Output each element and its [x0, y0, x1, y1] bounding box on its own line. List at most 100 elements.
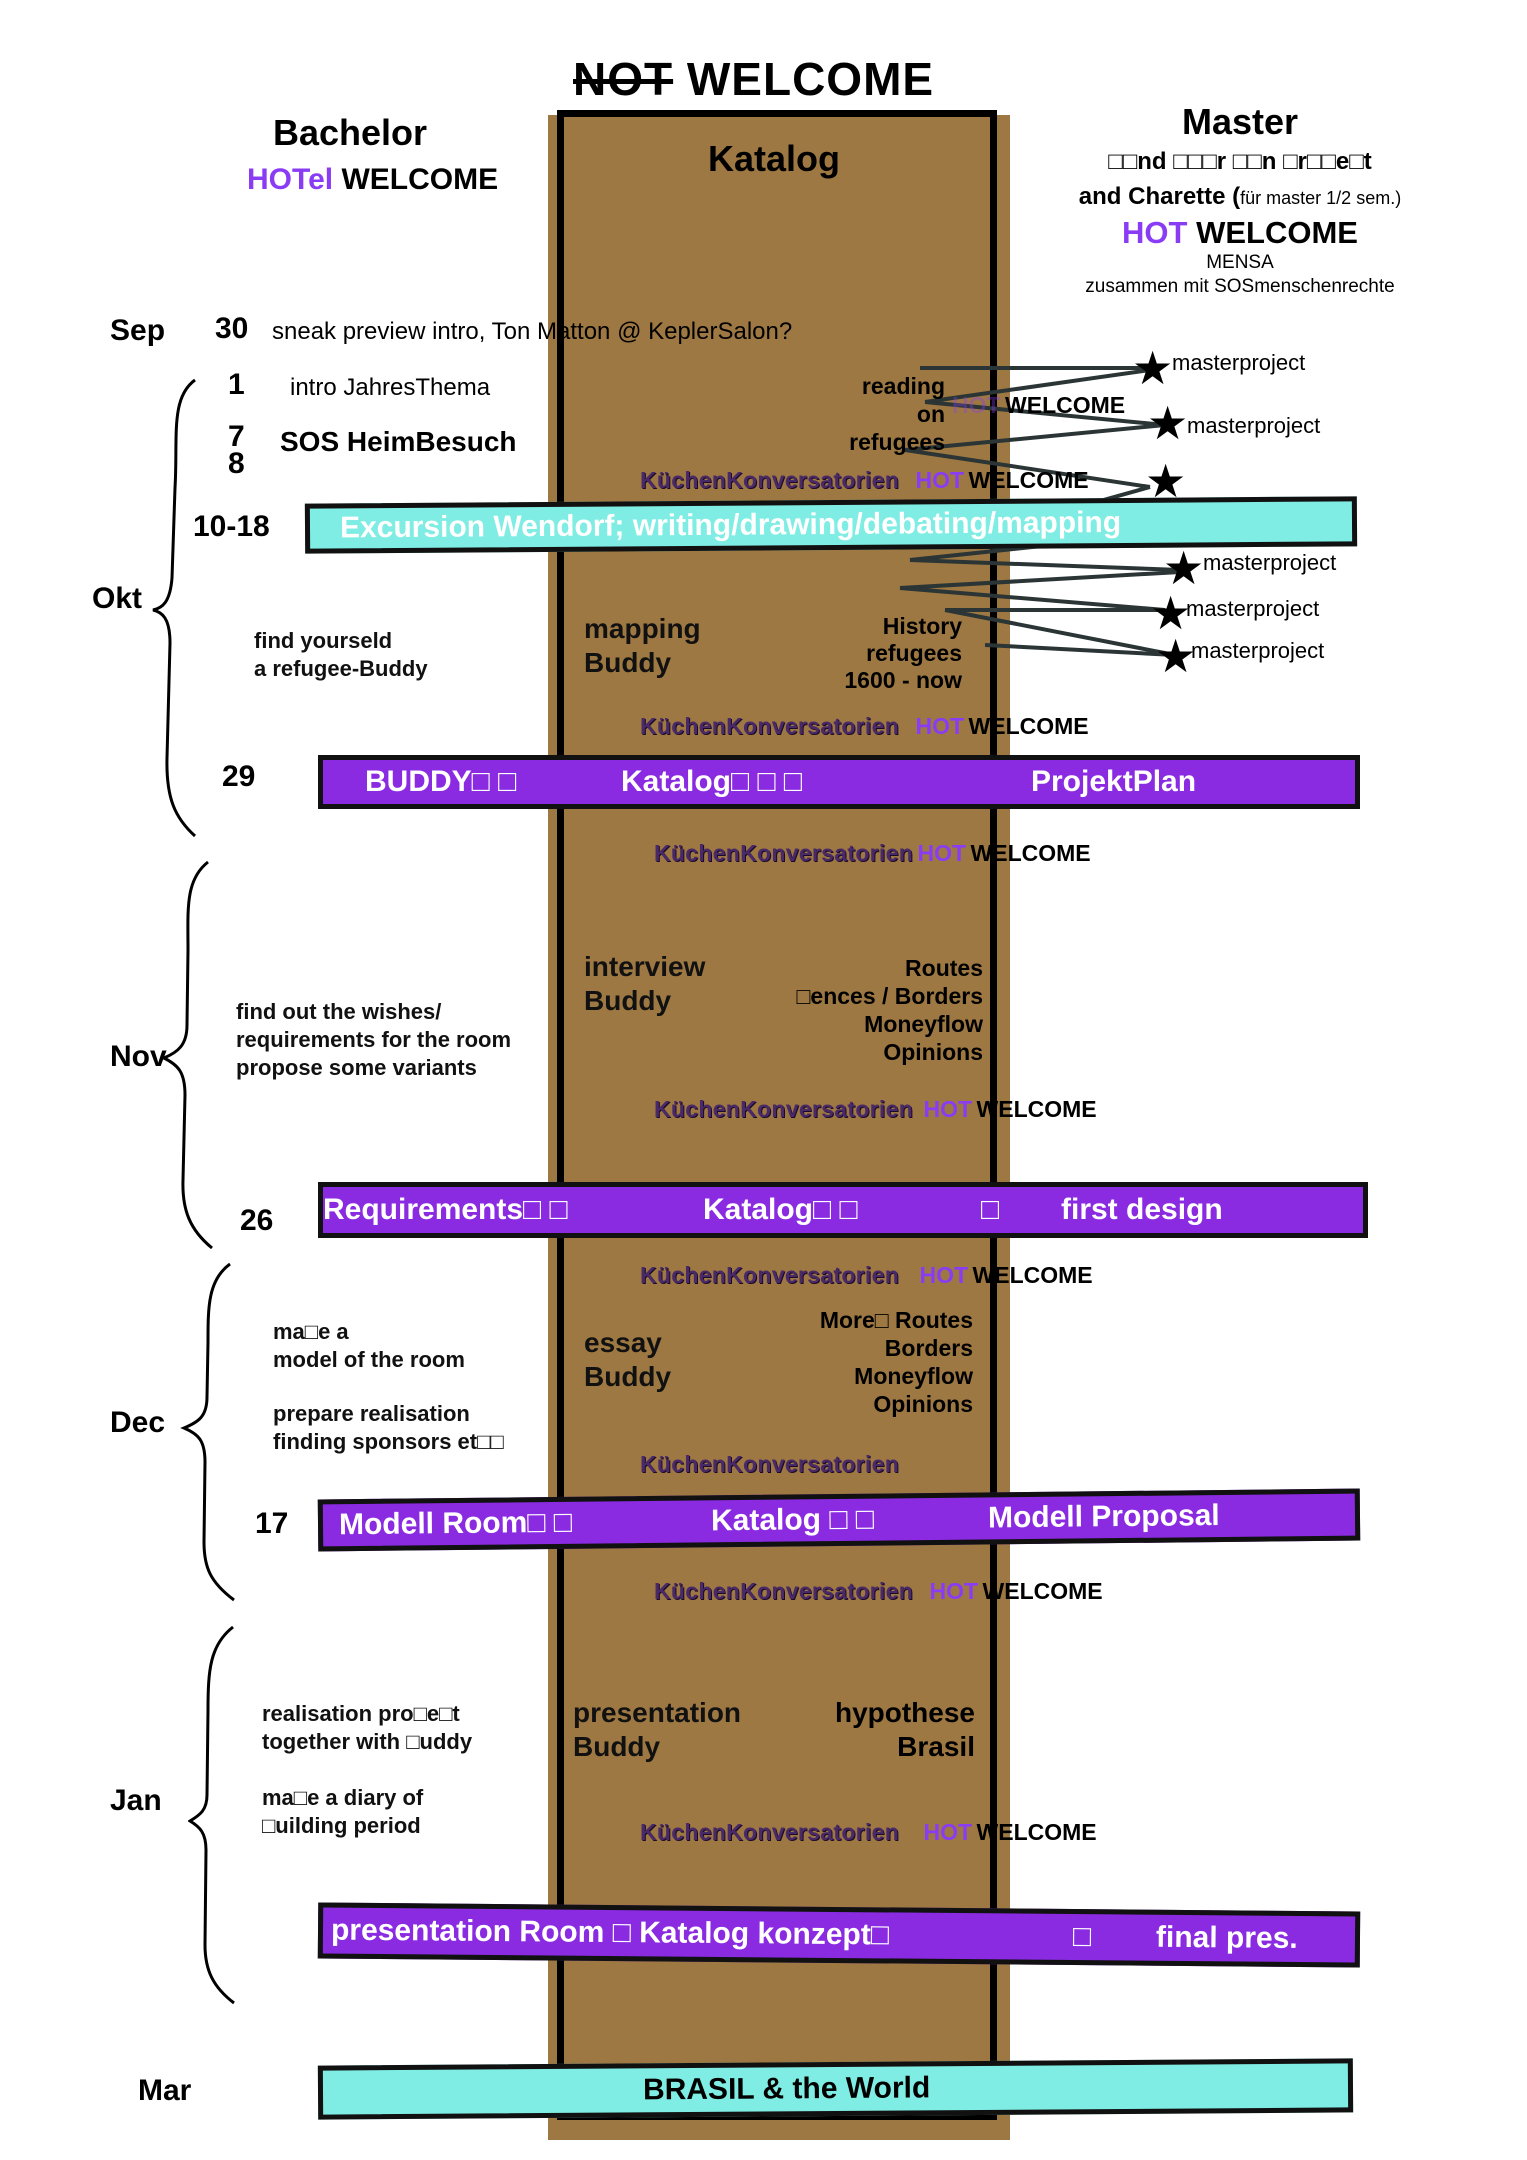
jan-note-line-2: together with □uddy: [262, 1729, 473, 1754]
band-brasil-world: BRASIL & the World: [642, 2071, 931, 2107]
kitchen-conversations-8: KüchenKonversatorien HOT WELCOME: [640, 1819, 1097, 1846]
activity-presentation: presentation: [573, 1697, 742, 1728]
star-icon: ★: [1150, 587, 1192, 639]
master-title: Master: [1181, 101, 1299, 142]
topic-opinions: Opinions: [873, 1391, 973, 1417]
brace-okt: [152, 378, 197, 838]
month-sep: Sep: [110, 314, 166, 347]
history-line-2: refugees: [866, 640, 962, 666]
dec-column-left: essay Buddy: [584, 1326, 671, 1394]
masterproject-label: masterproject: [1187, 413, 1321, 438]
band-requirements: Requirements□ □: [323, 1193, 568, 1226]
month-nov: Nov: [110, 1040, 167, 1073]
topic-opinions: Opinions: [883, 1039, 983, 1065]
hot-label: HOT: [915, 713, 965, 739]
band-first-design: first design: [1061, 1193, 1223, 1226]
bachelor-title: Bachelor: [273, 112, 428, 153]
hot-label: HOT: [917, 840, 967, 866]
activity-interview: interview: [584, 951, 706, 982]
connector-line: [984, 643, 1176, 657]
topic-moneyflow: Moneyflow: [864, 1011, 983, 1037]
topic-more-routes: More□ Routes: [819, 1307, 973, 1333]
jan-note-line-4: □uilding period: [262, 1813, 421, 1838]
band-modell-room: Modell Room□ □: [338, 1505, 573, 1542]
jan-note-line-1: realisation pro□e□t: [262, 1701, 460, 1726]
nov-note-line-2: requirements for the room: [236, 1027, 512, 1052]
welcome-label: WELCOME: [970, 840, 1091, 866]
nov-column-right: Routes □ences / Borders Moneyflow Opinio…: [740, 954, 983, 1066]
title-struck-word: NOT: [573, 53, 674, 105]
kitchen-conversations-2: KüchenKonversatorien HOT WELCOME: [640, 713, 1089, 740]
master-header: Master □□nd □□□r □□n □r□□e□t and Charett…: [1040, 100, 1440, 299]
masterproject-label: masterproject: [1191, 638, 1325, 663]
jan-column-left: presentation Buddy: [573, 1696, 741, 1764]
excursion-text: Excursion Wendorf; writing/drawing/debat…: [339, 505, 1122, 545]
kitchen-conversations-4: KüchenKonversatorien HOT WELCOME: [654, 1096, 1097, 1123]
okt-7-event: SOS HeimBesuch: [280, 426, 517, 457]
okt-note-line-1: find yourseld: [254, 628, 393, 653]
kitchen-label: KüchenKonversatorien: [640, 1451, 900, 1477]
topic-brasil: Brasil: [897, 1731, 975, 1762]
reading-line-2: on: [916, 401, 945, 427]
column-title: Katalog: [708, 138, 841, 179]
hot-welcome-1: HOT WELCOME: [952, 392, 1125, 419]
kitchen-label: KüchenKonversatorien: [640, 467, 900, 493]
month-dec: Dec: [110, 1406, 166, 1439]
kitchen-conversations-3: KüchenKonversatorien HOT WELCOME: [654, 840, 1091, 867]
hot-label: HOT: [915, 467, 965, 493]
activity-buddy: Buddy: [573, 1731, 661, 1762]
okt-column-right: History refugees 1600 - now: [800, 613, 962, 694]
kitchen-label: KüchenKonversatorien: [654, 1096, 914, 1122]
master-partner: zusammen mit SOSmenschenrechte: [1085, 276, 1395, 297]
welcome-label: WELCOME: [976, 1819, 1097, 1845]
okt-note: find yourseld a refugee-Buddy: [254, 627, 428, 683]
masterproject-label: masterproject: [1186, 596, 1320, 621]
okt-1-event: intro JahresThema: [290, 374, 491, 401]
jan-note-1: realisation pro□e□t together with □uddy: [262, 1700, 472, 1756]
welcome-label: WELCOME: [972, 1262, 1093, 1288]
master-welcome: WELCOME: [1196, 215, 1358, 250]
day-nov-26: 26: [240, 1204, 274, 1237]
excursion-band: Excursion Wendorf; writing/drawing/debat…: [304, 496, 1358, 554]
topic-moneyflow: Moneyflow: [854, 1363, 973, 1389]
star-icon: ★: [1145, 455, 1187, 507]
welcome-label: WELCOME: [968, 467, 1089, 493]
brace-nov: [160, 860, 213, 1250]
masterproject-label: masterproject: [1203, 550, 1337, 575]
hot-label: HOT: [929, 1578, 979, 1604]
topic-hypothese: hypothese: [834, 1697, 975, 1728]
history-line-1: History: [882, 613, 962, 639]
nov-note-line-1: find out the wishes/: [236, 999, 442, 1024]
dec-note-line-4: finding sponsors et□□: [273, 1429, 504, 1454]
reading-on-refugees: reading on refugees: [820, 372, 945, 456]
day-okt-8: 8: [228, 447, 245, 480]
master-line2: and Charette (für master 1/2 sem.): [1040, 180, 1440, 215]
jan-note-2: ma□e a diary of □uilding period: [262, 1784, 423, 1840]
band-katalog: Katalog□ □ □: [621, 765, 803, 798]
jan-note-line-3: ma□e a diary of: [262, 1785, 424, 1810]
topic-borders: Borders: [884, 1335, 973, 1361]
dec-note-2: prepare realisation finding sponsors et□…: [273, 1400, 504, 1456]
bachelor-hot: HOTel: [247, 163, 334, 196]
jan-column-right: hypothese Brasil: [780, 1696, 975, 1764]
band-katalog: Katalog□ □: [703, 1193, 858, 1226]
band-presentation-katalog: presentation Room □ Katalog konzept□: [330, 1913, 890, 1952]
hot-label: HOT: [952, 392, 1001, 418]
kitchen-label: KüchenKonversatorien: [640, 1262, 900, 1288]
page-title: NOT WELCOME: [573, 52, 934, 106]
day-okt-7: 7: [228, 420, 245, 453]
day-sep-30: 30: [215, 312, 249, 345]
topic-routes: Routes: [905, 955, 983, 981]
kitchen-conversations-6: KüchenKonversatorien: [640, 1451, 899, 1478]
kitchen-conversations-7: KüchenKonversatorien HOT WELCOME: [654, 1578, 1103, 1605]
welcome-label: WELCOME: [982, 1578, 1103, 1604]
kitchen-label: KüchenKonversatorien: [654, 1578, 914, 1604]
master-hot-welcome: HOT WELCOME: [1040, 215, 1440, 251]
title-welcome: WELCOME: [686, 53, 935, 105]
milestone-band-17: Modell Room□ □ Katalog □ □ Modell Propos…: [317, 1488, 1361, 1552]
dec-note-line-3: prepare realisation: [273, 1401, 470, 1426]
reading-line-3: refugees: [849, 429, 945, 455]
dec-column-right: More□ Routes Borders Moneyflow Opinions: [740, 1306, 973, 1418]
activity-mapping: mapping: [584, 613, 701, 644]
okt-note-line-2: a refugee-Buddy: [254, 656, 428, 681]
